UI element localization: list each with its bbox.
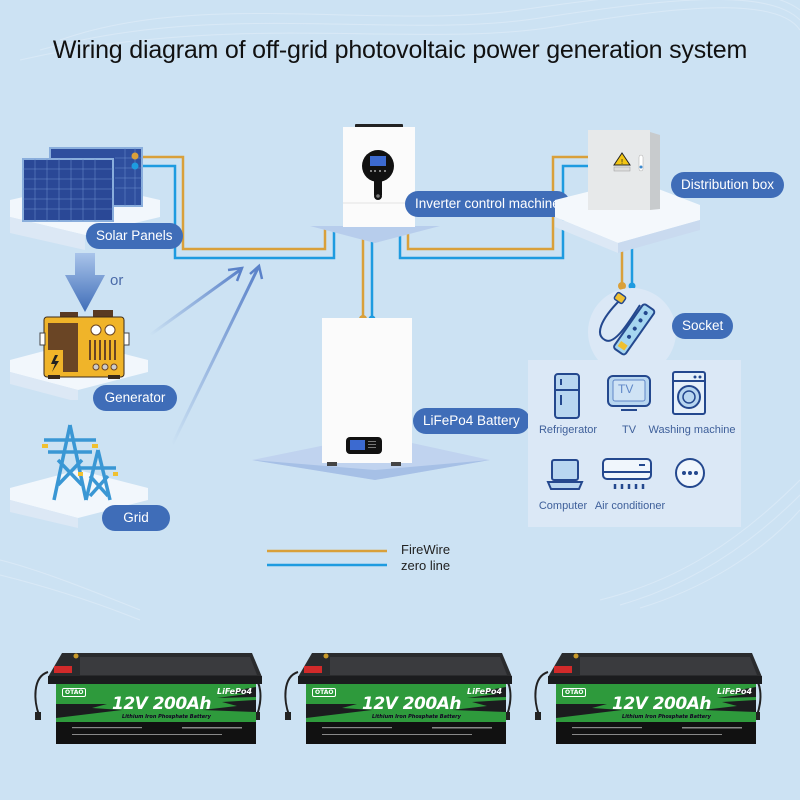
- tv-icon: [607, 375, 651, 411]
- battery-brand-logo: OTAO: [312, 688, 337, 697]
- battery-label: LiFePo4 Battery: [413, 408, 530, 434]
- appliance-label-air-conditioner: Air conditioner: [594, 500, 666, 512]
- arrow-generator-to-inverter: [149, 268, 241, 337]
- appliances-panel: Refrigerator TV TV Washing machine Compu…: [528, 360, 741, 527]
- washing-machine-icon: [672, 371, 706, 415]
- inverter-label: Inverter control machine: [405, 191, 570, 217]
- socket-label: Socket: [672, 313, 734, 339]
- battery-rating-label: 12V 200Ah: [362, 694, 461, 714]
- wire-zero-solar-inverter: [130, 164, 336, 260]
- battery-subtitle: Lithium Iron Phosphate Battery: [622, 714, 711, 720]
- distribution-box-label: Distribution box: [671, 172, 785, 198]
- battery-brand-logo: OTAO: [62, 688, 87, 697]
- battery-brand-logo: OTAO: [562, 688, 587, 697]
- laptop-icon: [546, 459, 584, 490]
- battery-body-icon: [34, 653, 262, 744]
- refrigerator-icon: [554, 373, 580, 419]
- product-battery-2: OTAO LiFePo4 12V 200Ah Lithium Iron Phos…: [262, 632, 512, 752]
- battery-type-label: LiFePo4: [467, 687, 503, 696]
- arrow-down-icon: [65, 253, 105, 312]
- solar-panels-illustration: [10, 147, 160, 250]
- product-battery-3: OTAO LiFePo4 12V 200Ah Lithium Iron Phos…: [512, 632, 762, 752]
- more-icon: [675, 458, 705, 488]
- grid-label: Grid: [102, 505, 170, 531]
- wire-fire-solar-inverter: [130, 155, 327, 251]
- product-battery-1: OTAO LiFePo4 12V 200Ah Lithium Iron Phos…: [12, 632, 262, 752]
- appliance-label-tv: TV: [621, 424, 637, 436]
- wire-zero-inverter-distribution: [398, 164, 590, 260]
- generator-label: Generator: [93, 385, 177, 411]
- appliance-label-computer: Computer: [538, 500, 588, 512]
- legend-zero-line-label: zero line: [401, 558, 451, 573]
- battery-rating-label: 12V 200Ah: [112, 694, 211, 714]
- distribution-box-illustration: !: [555, 130, 700, 253]
- air-conditioner-icon: [602, 458, 652, 489]
- grid-towers-illustration: [10, 424, 148, 528]
- svg-text:!: !: [621, 158, 624, 166]
- battery-subtitle: Lithium Iron Phosphate Battery: [372, 714, 461, 720]
- battery-rating-label: 12V 200Ah: [612, 694, 711, 714]
- legend-lines: [267, 549, 387, 567]
- generator-illustration: [10, 310, 148, 400]
- tv-screen-text: TV: [618, 382, 634, 396]
- inverter-illustration: [310, 124, 440, 243]
- or-label: or: [110, 272, 124, 289]
- wall-battery-illustration: [252, 318, 490, 480]
- battery-subtitle: Lithium Iron Phosphate Battery: [122, 714, 211, 720]
- battery-body-icon: [284, 653, 512, 744]
- battery-body-icon: [534, 653, 762, 744]
- legend-fire-wire-label: FireWire: [401, 542, 451, 557]
- battery-type-label: LiFePo4: [717, 687, 753, 696]
- power-strip-icon: [599, 291, 656, 356]
- battery-type-label: LiFePo4: [217, 687, 253, 696]
- wire-fire-inverter-distribution: [406, 155, 590, 251]
- diagram-title: Wiring diagram of off-grid photovoltaic …: [52, 36, 748, 64]
- arrow-grid-to-inverter: [170, 267, 260, 446]
- appliance-label-refrigerator: Refrigerator: [538, 424, 598, 436]
- solar-panels-label: Solar Panels: [86, 223, 183, 249]
- appliance-label-washing-machine: Washing machine: [648, 424, 736, 436]
